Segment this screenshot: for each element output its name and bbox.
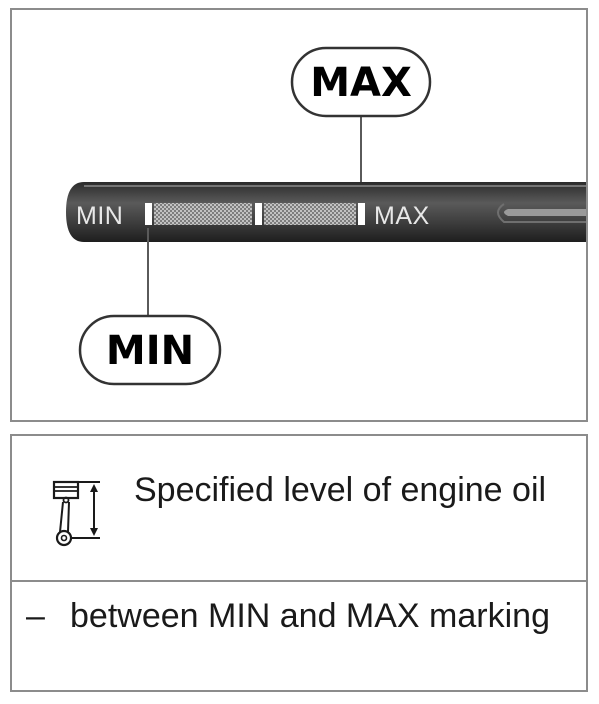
dipstick-illustration: MAX MIN MAX MIN — [66, 46, 586, 386]
dipstick-min-mark — [145, 203, 152, 225]
spec-dash: – — [26, 597, 45, 635]
dipstick: MIN MAX — [66, 182, 586, 242]
min-callout-label: MIN — [106, 328, 194, 374]
min-callout: MIN — [78, 314, 222, 386]
dipstick-max-text: MAX — [374, 202, 430, 230]
max-callout-label: MAX — [310, 60, 412, 106]
dipstick-handle — [504, 209, 586, 216]
spec-title: Specified level of engine oil — [134, 471, 547, 509]
spec-value: between MIN and MAX marking — [70, 597, 550, 635]
engine-oil-level-icon — [52, 480, 100, 547]
max-callout: MAX — [290, 46, 432, 118]
dipstick-max-mark — [358, 203, 365, 225]
dipstick-min-text: MIN — [76, 202, 123, 230]
dipstick-mid-mark — [255, 203, 262, 225]
spec-header-row: Specified level of engine oil — [12, 436, 586, 582]
dipstick-figure: MAX MIN MAX MIN — [10, 8, 588, 422]
dipstick-hatch-lower — [154, 203, 252, 225]
spec-value-row: – between MIN and MAX marking — [12, 582, 586, 692]
specification-table: Specified level of engine oil – between … — [10, 434, 588, 692]
dipstick-hatch-upper — [264, 203, 356, 225]
